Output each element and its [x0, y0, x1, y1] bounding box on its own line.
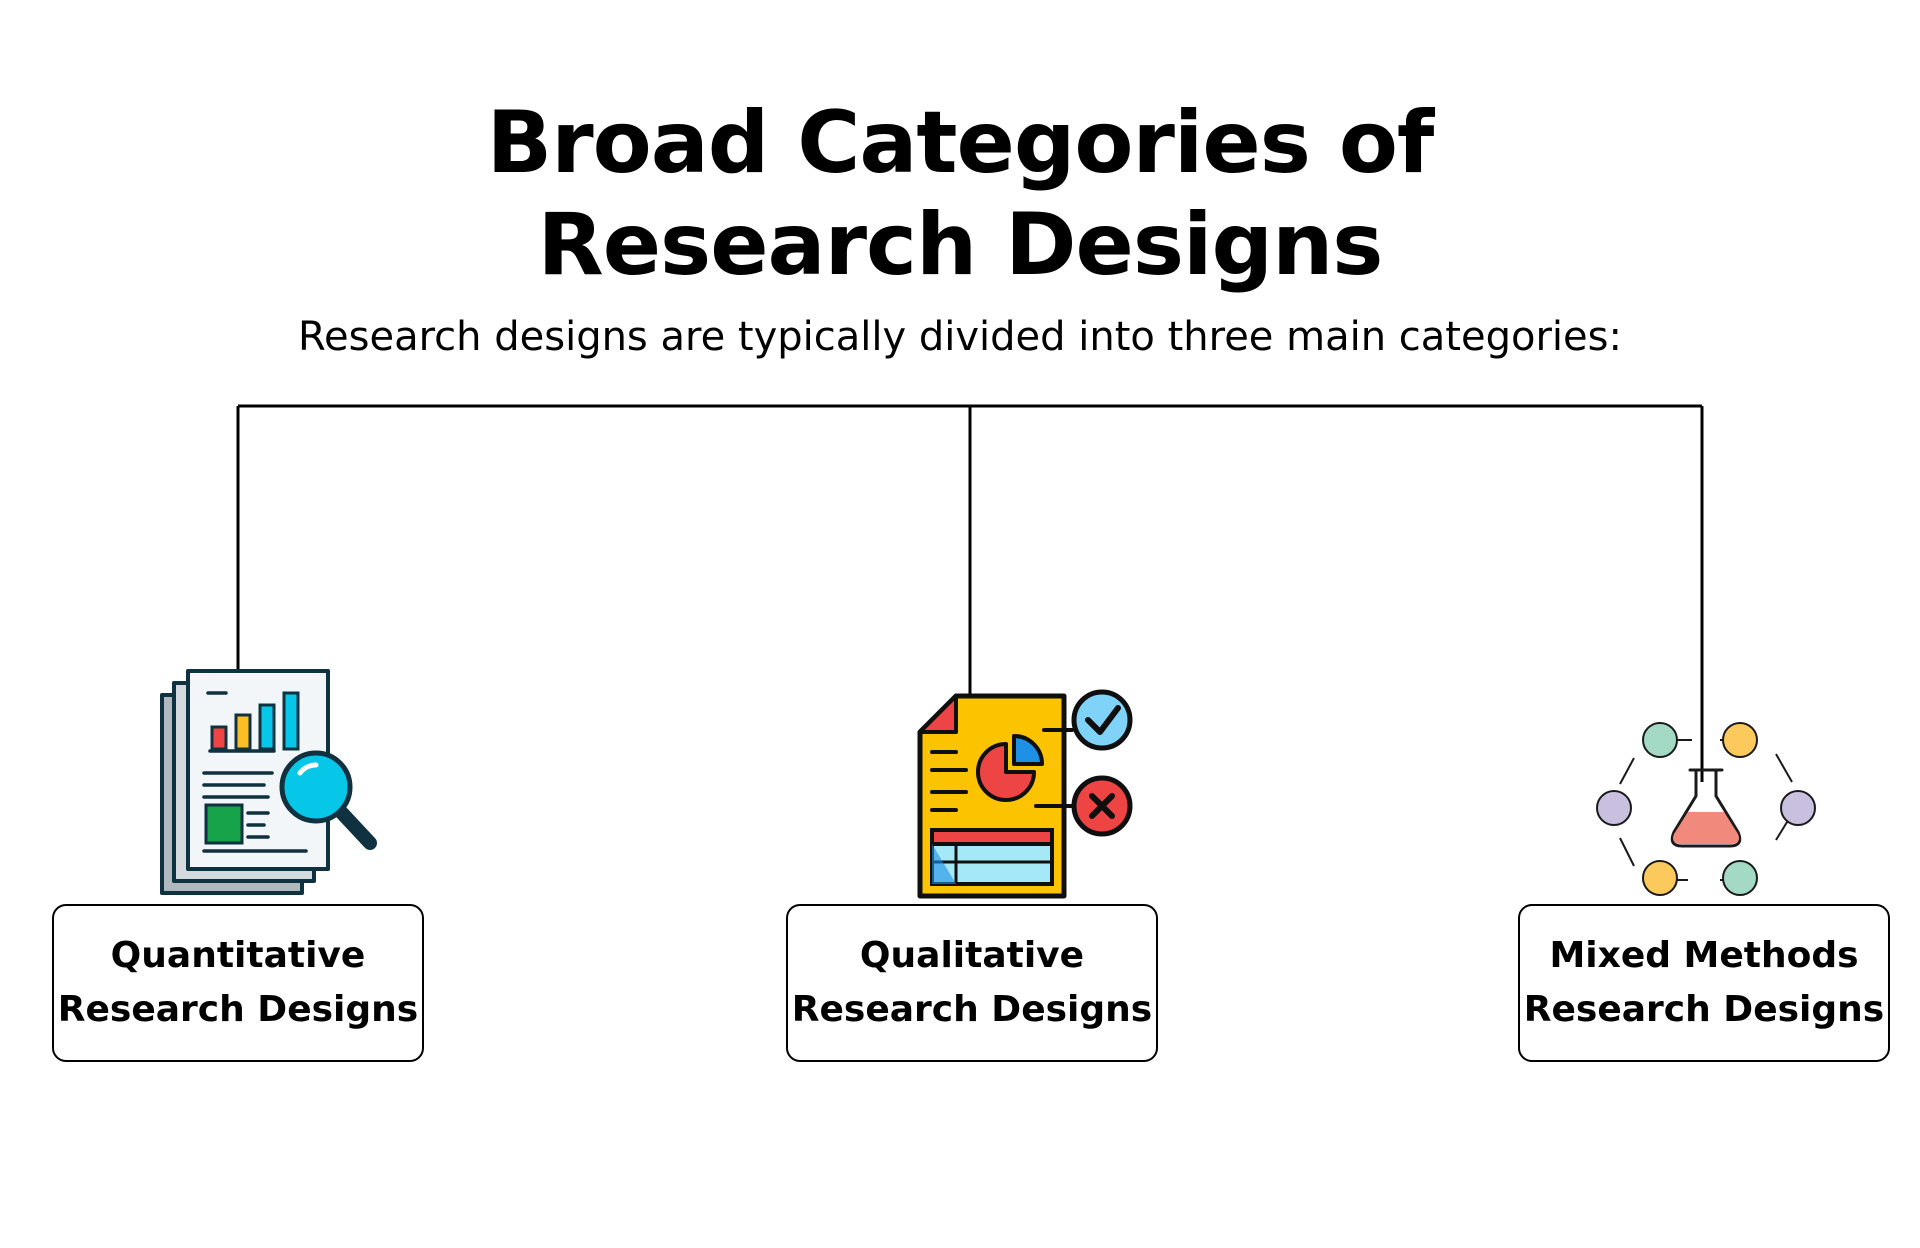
category-box-qualitative: Qualitative Research Designs	[786, 904, 1158, 1062]
title-line-2: Research Designs	[537, 195, 1383, 295]
document-pie-chart-icon	[917, 689, 1133, 899]
category-label-line-2: Research Designs	[57, 989, 419, 1030]
page-subtitle: Research designs are typically divided i…	[298, 314, 1622, 360]
category-label-line-1: Quantitative	[110, 935, 366, 976]
category-label-line-2: Research Designs	[791, 989, 1153, 1030]
category-label-line-2: Research Designs	[1523, 989, 1885, 1030]
title-line-1: Broad Categories of	[486, 93, 1435, 193]
category-label-line-1: Mixed Methods	[1549, 935, 1859, 976]
category-box-mixed-methods: Mixed Methods Research Designs	[1518, 904, 1890, 1062]
category-label-line-1: Qualitative	[859, 935, 1085, 976]
report-magnifier-icon	[160, 669, 377, 895]
page-title: Broad Categories of Research Designs	[0, 92, 1920, 296]
flask-network-icon	[1596, 722, 1816, 896]
category-box-quantitative: Quantitative Research Designs	[52, 904, 424, 1062]
